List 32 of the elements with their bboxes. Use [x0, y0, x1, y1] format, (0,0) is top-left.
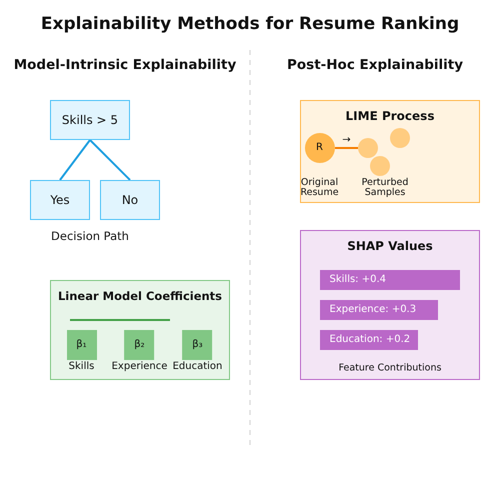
connector-line	[335, 147, 358, 149]
sample-circle	[370, 156, 390, 176]
connector-line	[59, 139, 91, 181]
sample-circle	[358, 138, 378, 158]
panel	[300, 100, 480, 203]
feature-label: Education	[172, 360, 222, 372]
caption-text: Feature Contributions	[338, 362, 442, 373]
value-bar: Experience: +0.3	[320, 300, 438, 320]
value-bar: Skills: +0.4	[320, 270, 460, 290]
section-heading: Post-Hoc Explainability	[287, 57, 463, 73]
coefficient-tile: β₁	[66, 330, 96, 360]
resume-circle: R	[304, 132, 334, 162]
panel	[50, 280, 230, 380]
outcome-box: Yes	[30, 180, 90, 220]
panel-title: LIME Process	[346, 108, 434, 122]
panel-title: Linear Model Coefficients	[58, 288, 222, 302]
panel	[300, 230, 480, 380]
page-title: Explainability Methods for Resume Ranking	[40, 14, 460, 34]
caption-text: Original Resume	[300, 178, 339, 198]
section-heading: Model-Intrinsic Explainability	[14, 57, 236, 73]
panel-title: SHAP Values	[347, 238, 433, 252]
sample-circle	[390, 128, 410, 148]
value-bar: Education: +0.2	[320, 330, 418, 350]
caption-text: Decision Path	[51, 229, 129, 243]
connector-line	[89, 139, 131, 181]
feature-label: Skills	[68, 360, 94, 372]
coefficient-tile: β₃	[182, 330, 212, 360]
decision-box: Skills > 5	[50, 100, 130, 140]
caption-text: Perturbed Samples	[362, 178, 408, 198]
outcome-box: No	[100, 180, 160, 220]
coefficient-tile: β₂	[124, 330, 154, 360]
feature-label: Experience	[112, 360, 168, 372]
